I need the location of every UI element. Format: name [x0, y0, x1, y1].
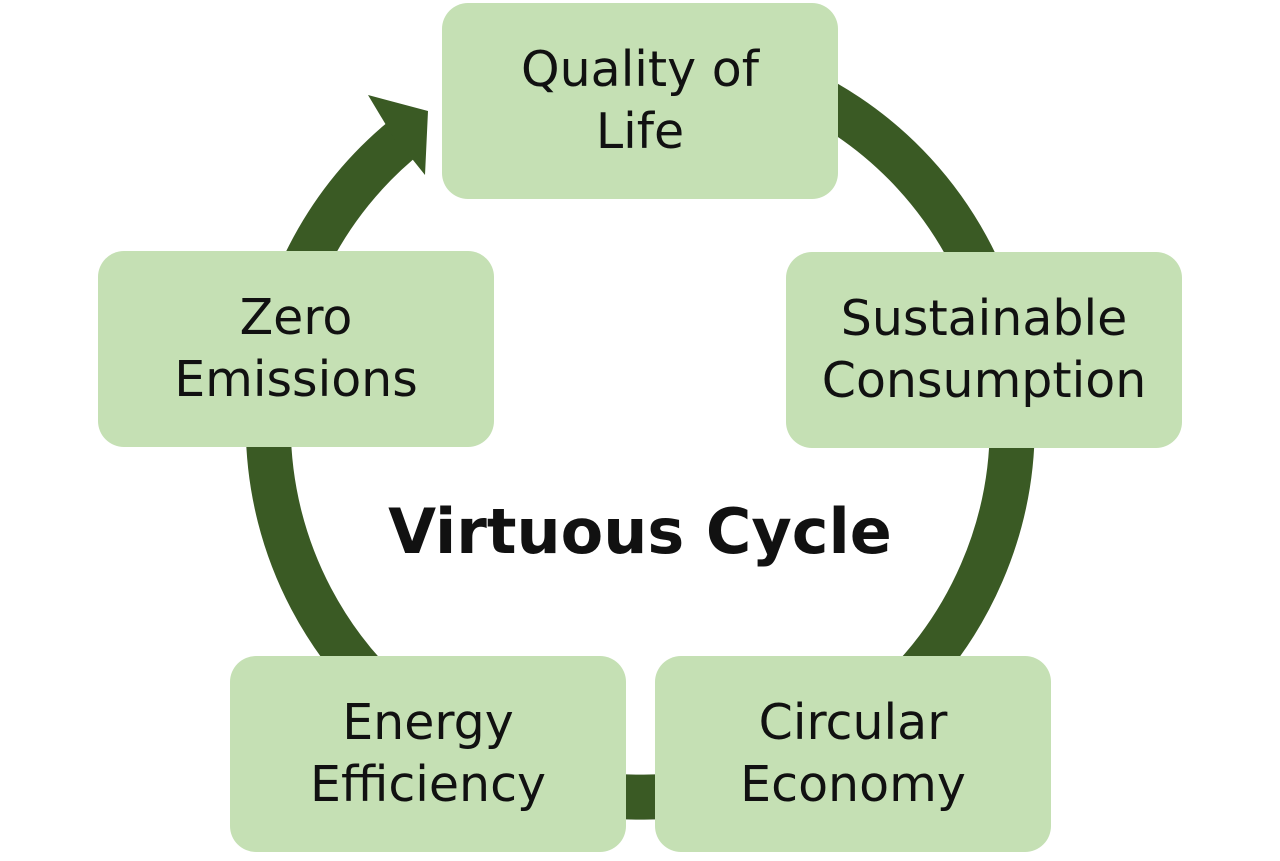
node-label: Emissions	[174, 351, 418, 408]
node-label: Sustainable	[840, 290, 1128, 347]
node-label: Life	[595, 103, 685, 160]
arrowhead-icon	[368, 95, 428, 175]
node-label: Quality of	[521, 41, 759, 98]
diagram-title: Virtuous Cycle	[388, 495, 892, 568]
node-label: Energy	[342, 694, 514, 751]
node-label: Efficiency	[309, 756, 547, 813]
node-label: Circular	[758, 694, 948, 751]
node-label: Economy	[740, 756, 966, 813]
node-label: Consumption	[821, 352, 1147, 409]
node-label: Zero	[239, 289, 353, 346]
